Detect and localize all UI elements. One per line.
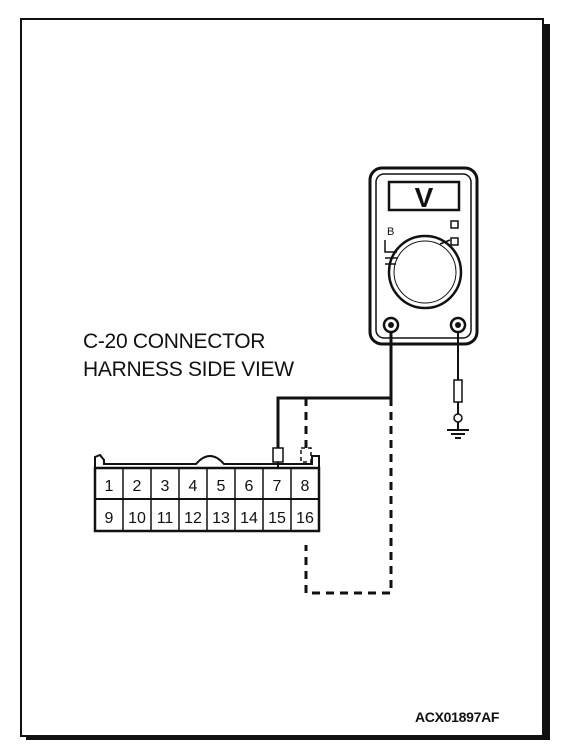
pin-label: 13: [212, 510, 230, 527]
frame-shadow-bottom: [26, 735, 550, 740]
pin-label: 14: [240, 510, 258, 527]
pin-label: 16: [296, 510, 314, 527]
ground-icon: [447, 429, 469, 439]
pin-label: 12: [184, 510, 202, 527]
frame-shadow-right: [543, 24, 550, 738]
selector-dial[interactable]: [387, 234, 463, 310]
pin-label: 8: [301, 478, 310, 495]
connector-caption-line1: C-20 CONNECTOR: [83, 330, 266, 353]
pin-label: 7: [273, 478, 282, 495]
pin-label: 2: [133, 478, 142, 495]
probe-wire: [272, 332, 393, 472]
meter-range-marker: B: [387, 226, 394, 238]
meter-display: [387, 180, 461, 212]
pin-label: 5: [217, 478, 226, 495]
pin-label: 9: [105, 510, 114, 527]
pin-label: 11: [157, 510, 174, 527]
pin-label: 4: [189, 478, 198, 495]
ground-lead: [447, 332, 469, 439]
pin-label: 1: [105, 478, 114, 495]
meter-indicator-square: [450, 237, 459, 246]
voltmeter: V B: [368, 166, 479, 346]
pin-label: 15: [268, 510, 286, 527]
pin-label: 10: [128, 510, 146, 527]
connector-caption-line2: HARNESS SIDE VIEW: [83, 358, 294, 381]
c20-connector: 1 2 3 4 5 6 7 8 9 10 11 12 13 14 15 16: [93, 453, 321, 533]
meter-display-text: V: [415, 182, 434, 213]
pin-label: 6: [245, 478, 254, 495]
pin-label: 3: [161, 478, 170, 495]
meter-indicator-square: [450, 220, 459, 229]
figure-reference: ACX01897AF: [415, 709, 500, 725]
diagram-frame: [20, 18, 544, 737]
